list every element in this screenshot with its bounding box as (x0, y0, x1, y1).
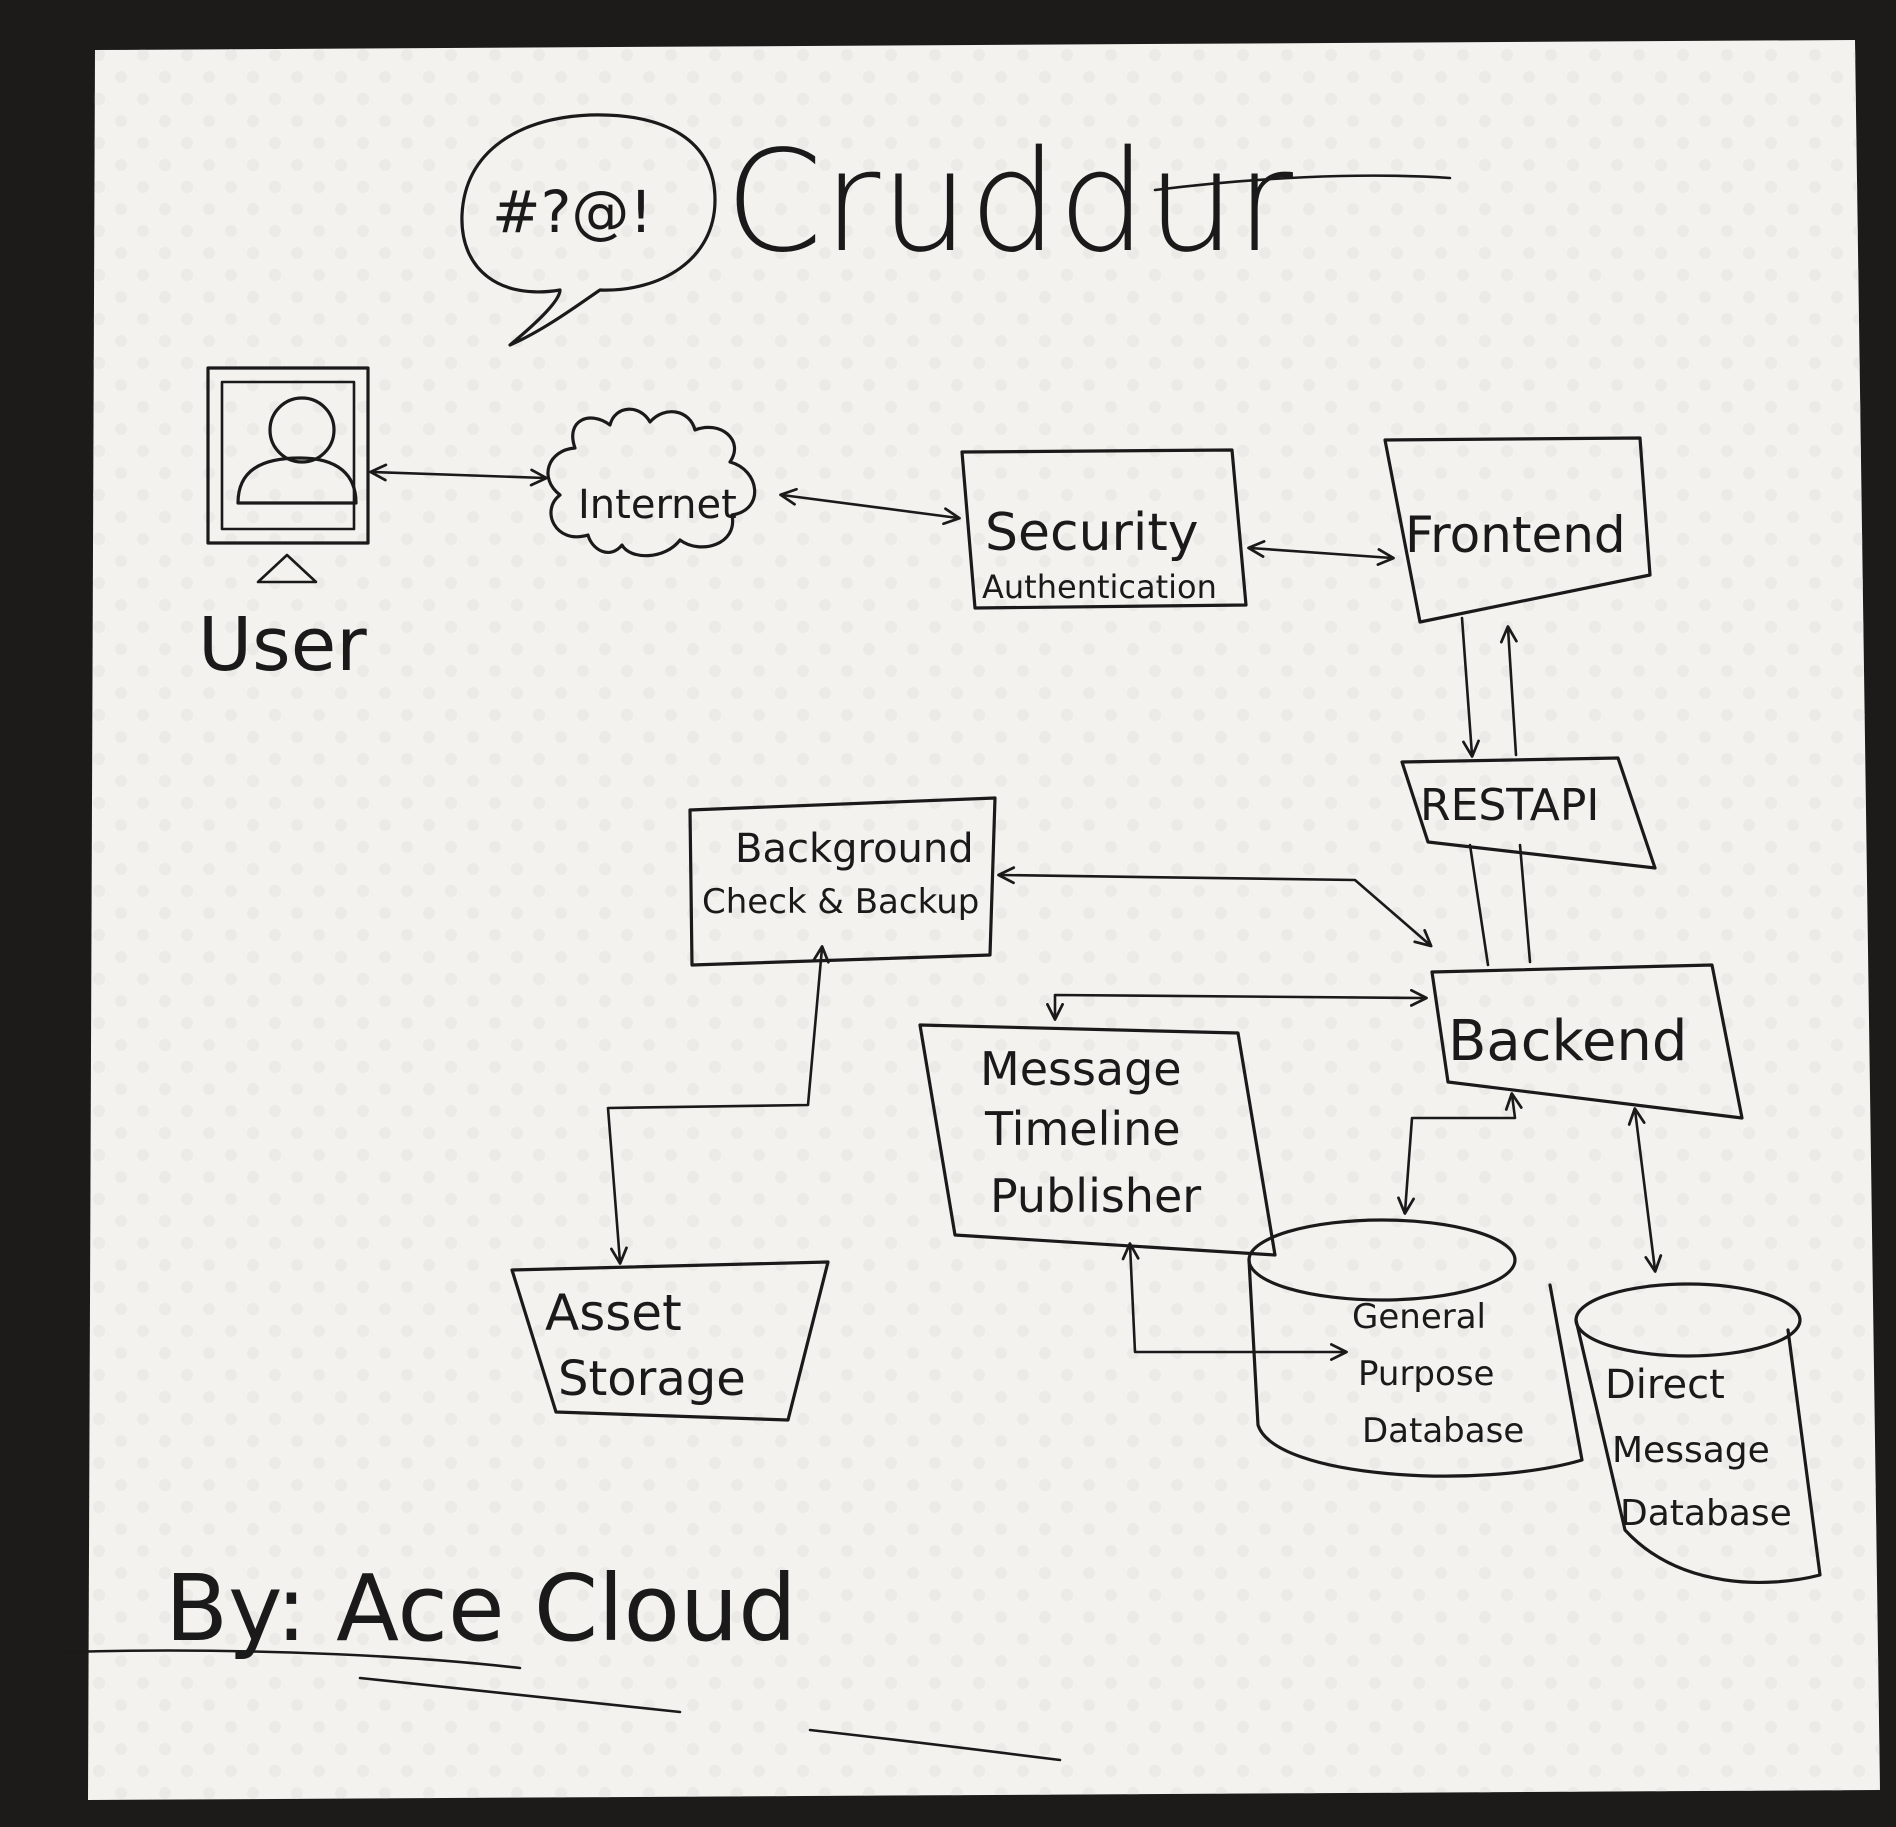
timeline-label: Timeline (984, 1102, 1181, 1156)
edge-backend-dmdb (1627, 1107, 1663, 1273)
edge-background-backend (997, 866, 1433, 948)
check-backup-label: Check & Backup (702, 882, 979, 922)
security-label: Security (985, 503, 1199, 563)
signature-underline (66, 1649, 1062, 1762)
frontend-label: Frontend (1405, 506, 1626, 564)
edge-restapi-backend-left (1468, 843, 1490, 967)
security-authentication-box: Security Authentication (960, 448, 1248, 610)
user-label: User (198, 602, 367, 688)
storage-label: Storage (558, 1351, 746, 1407)
background-check-backup-box: Background Check & Backup (688, 796, 997, 967)
database-db-label: Database (1620, 1493, 1792, 1534)
napkin (88, 40, 1880, 1800)
internet-label: Internet (578, 482, 737, 528)
database-label: Database (1362, 1411, 1524, 1451)
internet-cloud: Internet (546, 407, 757, 558)
general-label: General (1352, 1297, 1486, 1337)
direct-message-database-cylinder: Direct Message Database (1574, 1282, 1822, 1585)
asset-label: Asset (545, 1284, 682, 1342)
general-purpose-database-cylinder: General Purpose Database (1247, 1218, 1584, 1478)
edge-restapi-backend-right (1518, 843, 1532, 964)
message-db-label: Message (1612, 1430, 1770, 1471)
edge-backend-gpdb (1397, 1092, 1523, 1215)
page-title: Cruddur (725, 121, 1294, 284)
edge-publisher-gpdb (1121, 1242, 1348, 1361)
edge-background-asset (606, 945, 830, 1265)
edge-restapi-frontend-up (1499, 625, 1518, 757)
speech-bubble-icon: #?@! (460, 113, 717, 347)
edge-frontend-restapi-down (1460, 616, 1480, 758)
logo-glyphs: #?@! (492, 178, 653, 246)
direct-label: Direct (1605, 1362, 1725, 1408)
asset-storage-box: Asset Storage (510, 1260, 830, 1422)
edge-publisher-backend (1046, 988, 1428, 1021)
rest-api-label: RESTAPI (1420, 780, 1599, 831)
message-timeline-publisher-box: Message Timeline Publisher (918, 1023, 1277, 1257)
background-label: Background (735, 826, 974, 872)
authentication-label: Authentication (982, 568, 1217, 606)
publisher-label: Publisher (990, 1169, 1201, 1223)
rest-api-box: RESTAPI (1400, 756, 1657, 870)
author-signature: By: Ace Cloud (165, 1555, 797, 1662)
backend-box: Backend (1430, 963, 1744, 1120)
edge-user-internet (369, 463, 548, 487)
backend-label: Backend (1448, 1009, 1687, 1074)
user-monitor-icon (206, 366, 370, 584)
purpose-label: Purpose (1358, 1354, 1494, 1394)
message-label: Message (980, 1042, 1182, 1096)
edge-internet-security (779, 487, 961, 526)
frontend-box: Frontend (1383, 436, 1652, 624)
edge-security-frontend (1247, 540, 1395, 566)
connectors (369, 463, 1663, 1361)
